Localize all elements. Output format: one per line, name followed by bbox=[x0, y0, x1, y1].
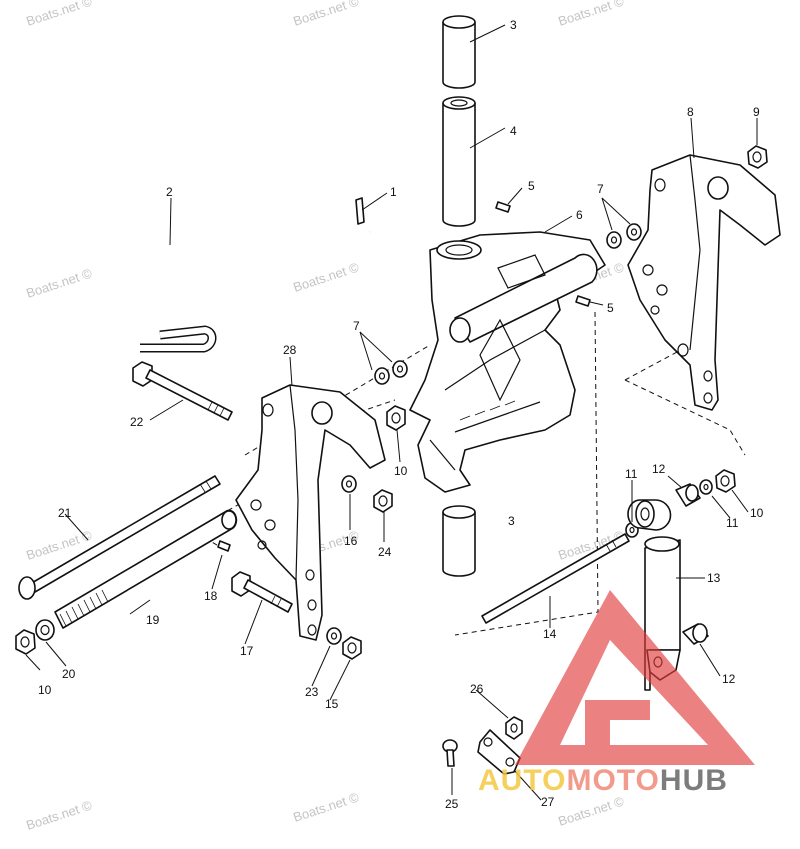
callout-18: 18 bbox=[204, 589, 218, 603]
callout-15: 15 bbox=[325, 697, 339, 711]
tilt-lock-rod bbox=[94, 205, 372, 353]
callout-23: 23 bbox=[305, 685, 319, 699]
washer-11-right bbox=[699, 479, 713, 495]
callout-28: 28 bbox=[283, 343, 297, 357]
callout-8: 8 bbox=[687, 105, 694, 119]
callout-16: 16 bbox=[344, 534, 358, 548]
callout-11-left: 11 bbox=[625, 467, 638, 481]
callout-13: 13 bbox=[707, 571, 721, 585]
nut-bracket bbox=[386, 405, 406, 431]
bushing-12-bottom bbox=[682, 623, 709, 645]
nut-10-left bbox=[15, 629, 36, 655]
grease-fitting-top bbox=[495, 201, 511, 213]
leader-lines bbox=[25, 24, 758, 801]
callout-3-bottom: 3 bbox=[508, 514, 515, 528]
callout-4: 4 bbox=[510, 124, 517, 138]
clamp-bracket-right bbox=[627, 154, 781, 411]
tilt-tube-19 bbox=[54, 509, 238, 629]
callout-20: 20 bbox=[62, 667, 76, 681]
bushing-12-top bbox=[675, 483, 701, 507]
callout-5-top: 5 bbox=[528, 179, 535, 193]
rod-14 bbox=[481, 533, 630, 624]
bushing-top bbox=[442, 15, 476, 89]
callout-22: 22 bbox=[130, 415, 144, 429]
logo-text-auto: AUTO bbox=[478, 764, 566, 797]
callout-19: 19 bbox=[146, 613, 160, 627]
bolt-22 bbox=[132, 361, 233, 421]
callout-11-right: 11 bbox=[726, 516, 739, 530]
watermark-text: Boats.net © bbox=[291, 789, 361, 824]
callout-12-bottom: 12 bbox=[722, 672, 736, 686]
washer-16 bbox=[341, 475, 357, 493]
callout-10-right: 10 bbox=[750, 506, 764, 520]
callout-24: 24 bbox=[378, 545, 392, 559]
callout-1: 1 bbox=[390, 185, 397, 199]
callout-26: 26 bbox=[470, 682, 484, 696]
bolt-17 bbox=[231, 571, 293, 613]
clamp-bracket-left bbox=[235, 384, 386, 641]
callout-6: 6 bbox=[576, 208, 583, 222]
swivel-tube bbox=[442, 96, 476, 227]
callout-labels: 3 1 2 4 5 5 6 7 7 8 9 10 10 10 11 11 12 … bbox=[38, 18, 764, 811]
callout-2: 2 bbox=[166, 185, 173, 199]
callout-14: 14 bbox=[543, 627, 557, 641]
washers-left bbox=[374, 360, 408, 385]
callout-7-left: 7 bbox=[353, 319, 360, 333]
link-plate-27 bbox=[477, 729, 521, 775]
watermark-text: Boats.net © bbox=[24, 797, 94, 832]
washer-23 bbox=[326, 627, 342, 645]
callout-27: 27 bbox=[541, 795, 555, 809]
swivel-bracket bbox=[409, 231, 606, 493]
callout-9: 9 bbox=[753, 105, 760, 119]
callout-25: 25 bbox=[445, 797, 459, 811]
nut-26 bbox=[505, 716, 523, 740]
nut-24 bbox=[373, 489, 393, 513]
logo-text-moto: MOTO bbox=[566, 764, 659, 797]
bushing-bottom bbox=[442, 505, 476, 577]
callout-10-left: 10 bbox=[38, 683, 52, 697]
washers-right bbox=[606, 223, 642, 249]
callout-21: 21 bbox=[58, 506, 72, 520]
grease-fitting-right bbox=[575, 295, 591, 307]
logo-text: AUTOMOTOHUB bbox=[478, 764, 728, 797]
watermark-text: Boats.net © bbox=[556, 0, 626, 29]
screw-18 bbox=[217, 540, 231, 552]
cotter-pin bbox=[355, 197, 365, 225]
callout-17: 17 bbox=[240, 644, 254, 658]
nut-15 bbox=[342, 636, 362, 660]
watermark-text: Boats.net © bbox=[24, 0, 94, 29]
logo-triangle-icon bbox=[515, 590, 755, 765]
automotohub-logo: AUTOMOTOHUB bbox=[478, 590, 755, 797]
callout-3-top: 3 bbox=[510, 18, 517, 32]
watermark-text: Boats.net © bbox=[24, 265, 94, 300]
washer-20 bbox=[35, 619, 55, 641]
callout-5-right: 5 bbox=[607, 301, 614, 315]
rod-21 bbox=[18, 475, 221, 600]
callout-7-right: 7 bbox=[597, 182, 604, 196]
callout-10-bracket: 10 bbox=[394, 464, 408, 478]
watermark-text: Boats.net © bbox=[556, 793, 626, 828]
callout-12-top: 12 bbox=[652, 462, 666, 476]
logo-text-hub: HUB bbox=[660, 764, 728, 797]
nut-10-right bbox=[715, 469, 736, 493]
watermark-text: Boats.net © bbox=[291, 259, 361, 294]
screw-25 bbox=[442, 739, 458, 767]
nut-top-right bbox=[747, 145, 768, 169]
watermark-text: Boats.net © bbox=[291, 0, 361, 29]
